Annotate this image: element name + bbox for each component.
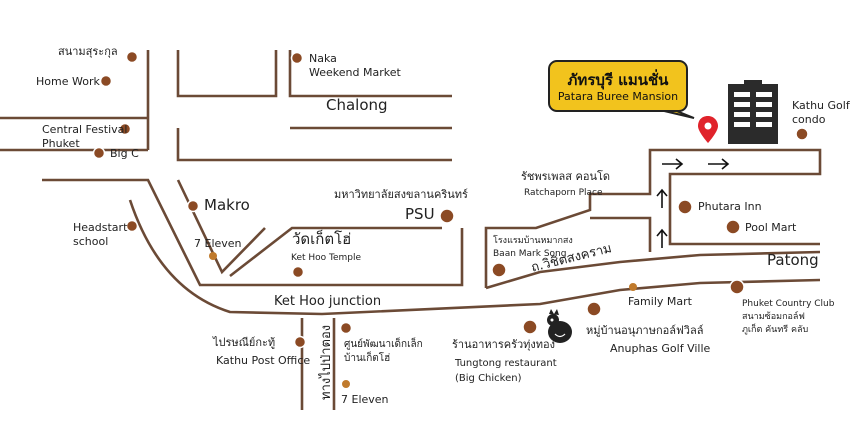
label-ket-hoo-temple: Ket Hoo Temple bbox=[291, 253, 362, 263]
label-sanam-surakul: สนามสุระกุล bbox=[58, 45, 118, 58]
label-baan-mark-song: โรงแรมบ้านหมากสง Baan Mark Song bbox=[493, 236, 573, 259]
label-psu-th: มหาวิทยาลัยสงขลานครินทร์ bbox=[334, 188, 468, 201]
destination-callout[interactable]: ภัทรบุรี แมนชั่น Patara Buree Mansion bbox=[548, 60, 688, 112]
label-kathu-post: Kathu Post Office bbox=[216, 354, 311, 367]
road-label-chalong: Chalong bbox=[326, 96, 388, 114]
marker-home-work[interactable] bbox=[99, 74, 113, 88]
place-markers bbox=[92, 50, 809, 349]
label-big-c: Big C bbox=[110, 147, 139, 160]
label-naka-market: Naka Weekend Market bbox=[309, 52, 401, 79]
label-7eleven-2: 7 Eleven bbox=[341, 393, 389, 406]
label-ratchaporn: Ratchaporn Place bbox=[524, 188, 603, 198]
label-central-festival: Central Festival Phuket bbox=[42, 123, 128, 150]
arrow-right-icon bbox=[708, 158, 730, 170]
marker-makro[interactable] bbox=[186, 199, 200, 213]
label-kathu-golf: Kathu Golf condo bbox=[792, 99, 850, 126]
label-phutara-inn: Phutara Inn bbox=[698, 200, 762, 213]
label-psu: PSU bbox=[405, 205, 435, 223]
label-ratchaporn-th: รัชพรเพลส คอนโด bbox=[521, 170, 611, 183]
marker-sanam-surakul[interactable] bbox=[125, 50, 139, 64]
road bbox=[128, 199, 821, 316]
label-home-work: Home Work bbox=[36, 75, 100, 88]
label-tungtong-th: ร้านอาหารครัวทุ่งทอง bbox=[452, 338, 556, 351]
location-pin-icon[interactable] bbox=[698, 116, 718, 143]
arrow-up-icon bbox=[656, 228, 668, 248]
road-network bbox=[0, 50, 822, 410]
direction-arrows bbox=[656, 158, 730, 248]
label-7eleven-1: 7 Eleven bbox=[194, 237, 242, 250]
label-wat-ket-ho: วัดเก็ตโฮ่ bbox=[292, 230, 352, 248]
label-kathu-post-th: ไปรษณีย์กะทู้ bbox=[213, 336, 276, 349]
road bbox=[590, 216, 652, 252]
marker-phutara-inn[interactable] bbox=[677, 199, 693, 215]
road bbox=[42, 178, 464, 287]
road-label-ket-hoo-junction: Ket Hoo junction bbox=[274, 294, 382, 309]
convenience-markers bbox=[209, 252, 637, 388]
road-label-patong: Patong bbox=[767, 251, 819, 269]
marker-7eleven-2[interactable] bbox=[342, 380, 350, 388]
marker-child-center[interactable] bbox=[339, 321, 353, 335]
marker-big-c[interactable] bbox=[92, 146, 106, 160]
label-headstart-school: Headstart school bbox=[73, 221, 128, 248]
marker-family-mart[interactable] bbox=[629, 283, 637, 291]
destination-name-th: ภัทรบุรี แมนชั่น bbox=[567, 71, 669, 89]
road bbox=[484, 148, 822, 288]
marker-headstart-school[interactable] bbox=[125, 219, 139, 233]
label-anuphas-golf: Anuphas Golf Ville bbox=[610, 342, 711, 355]
label-anuphas-golf-th: หมู่บ้านอนุภาษกอล์ฟวิลล์ bbox=[586, 324, 704, 337]
road bbox=[229, 226, 442, 278]
building-icon bbox=[728, 80, 778, 144]
marker-psu[interactable] bbox=[439, 208, 455, 224]
label-makro: Makro bbox=[204, 196, 250, 214]
marker-anuphas-golf[interactable] bbox=[586, 301, 602, 317]
road bbox=[176, 50, 278, 98]
marker-central-festival[interactable] bbox=[118, 122, 132, 136]
marker-kathu-golf[interactable] bbox=[795, 127, 809, 141]
label-child-center: ศูนย์พัฒนาเด็กเล็ก บ้านเก็ตโฮ่ bbox=[344, 339, 423, 364]
label-phuket-country-club: Phuket Country Club สนามซ้อมกอล์ฟ ภูเก็ต… bbox=[742, 299, 835, 335]
label-tungtong: Tungtong restaurant (Big Chicken) bbox=[455, 358, 557, 384]
label-pool-mart: Pool Mart bbox=[745, 221, 797, 234]
marker-7eleven-1[interactable] bbox=[209, 252, 217, 260]
marker-naka-market[interactable] bbox=[290, 51, 304, 65]
road-label-to-patong: ทางไปป่าตอง bbox=[319, 324, 334, 400]
road bbox=[176, 128, 452, 162]
bubble-tail bbox=[659, 109, 695, 119]
arrow-right-icon bbox=[662, 158, 684, 170]
road bbox=[288, 50, 452, 98]
arrow-up-icon bbox=[656, 188, 668, 208]
road bbox=[485, 250, 821, 290]
marker-pool-mart[interactable] bbox=[725, 219, 741, 235]
marker-baan-mark-song[interactable] bbox=[491, 262, 507, 278]
label-family-mart: Family Mart bbox=[628, 295, 692, 308]
marker-tungtong[interactable] bbox=[522, 319, 538, 335]
marker-kathu-post[interactable] bbox=[293, 335, 307, 349]
destination-name-en: Patara Buree Mansion bbox=[557, 90, 679, 103]
marker-ket-hoo-temple[interactable] bbox=[291, 265, 305, 279]
chicken-icon bbox=[547, 309, 572, 343]
marker-phuket-country-club[interactable] bbox=[729, 279, 745, 295]
